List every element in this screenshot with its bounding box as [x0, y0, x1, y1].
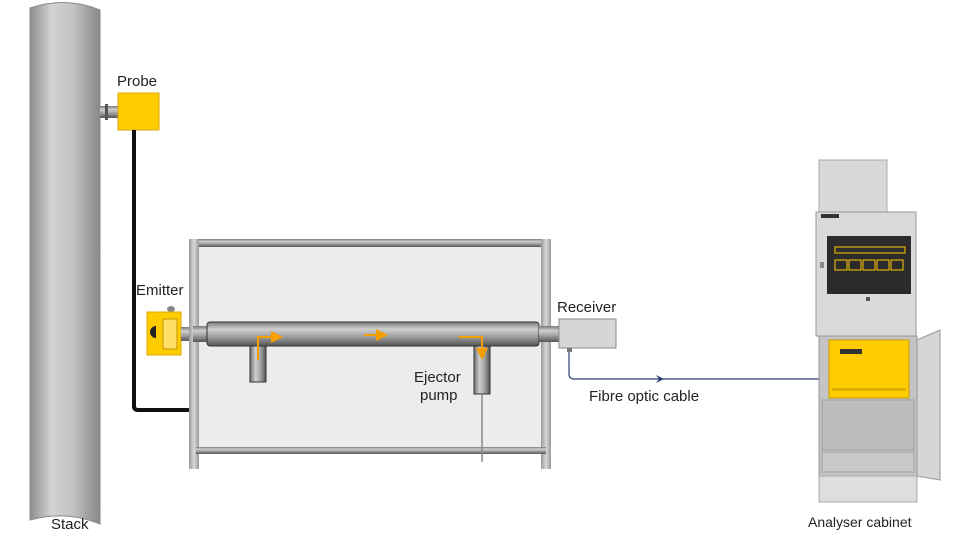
stack: [29, 1, 101, 525]
receiver: [558, 318, 617, 352]
emitter: [146, 306, 189, 356]
probe-label: Probe: [117, 73, 158, 90]
ejector-pump-label-line2: pump: [420, 387, 458, 404]
ejector-pump-label-line1: Ejector: [414, 369, 461, 386]
fibre-optic-cable: [568, 352, 830, 380]
fibre-optic-cable-label: Fibre optic cable: [589, 388, 700, 405]
analyser-cabinet: [815, 159, 941, 503]
probe-box: [117, 92, 160, 131]
emitter-label: Emitter: [136, 282, 184, 299]
stack-label: Stack: [51, 516, 89, 533]
probe-stub: [100, 106, 120, 118]
flow-arrows: [257, 329, 488, 360]
receiver-label: Receiver: [557, 299, 617, 316]
analyser-cabinet-label: Analyser cabinet: [808, 514, 912, 530]
fibre-cable-arrow: [656, 375, 664, 383]
measurement-frame: [189, 239, 551, 469]
